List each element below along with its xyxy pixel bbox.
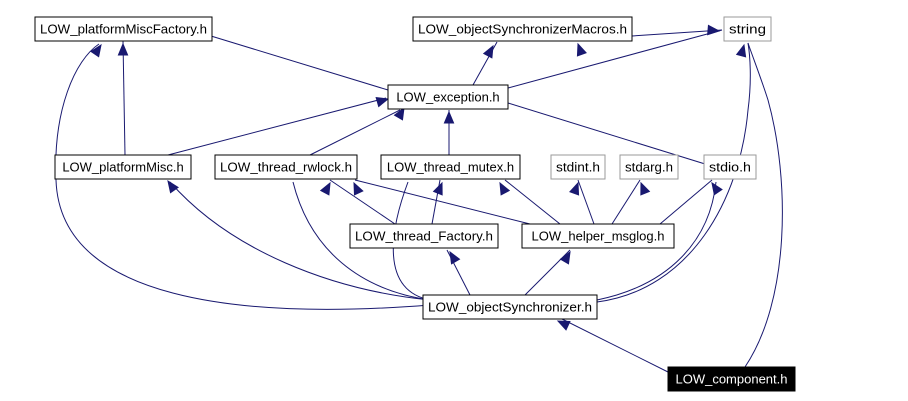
arrowhead-thread_rwlock (319, 181, 331, 196)
arrowhead-platformMiscFactory (90, 43, 102, 58)
edge-helper_msglog-to-stdarg (611, 179, 641, 225)
arrowhead-stdio (711, 181, 723, 196)
arrowhead-objectSynchronizerMacros (576, 42, 587, 57)
arrowhead-exception (443, 110, 455, 124)
arrowhead-string (707, 24, 721, 36)
node-objectSynchronizerMacros[interactable]: LOW_objectSynchronizerMacros.h (412, 16, 633, 42)
arrowhead-exception (393, 106, 405, 121)
node-box-thread_rwlock[interactable] (214, 154, 358, 180)
node-thread_rwlock[interactable]: LOW_thread_rwlock.h (214, 154, 358, 180)
edge-platformMisc-to-exception (167, 97, 387, 156)
edge-helper_msglog-to-stdint (577, 179, 595, 225)
node-stdint[interactable]: stdint.h (550, 154, 606, 180)
node-label-platformMiscFactory: LOW_platformMiscFactory.h (40, 21, 207, 36)
arrowhead-thread_mutex (432, 181, 443, 196)
node-box-thread_Factory[interactable] (349, 223, 499, 249)
node-box-platformMiscFactory[interactable] (34, 16, 213, 42)
edge-thread_Factory-to-thread_rwlock (329, 179, 396, 225)
node-label-stdint: stdint.h (556, 159, 600, 174)
node-stdarg[interactable]: stdarg.h (619, 154, 679, 180)
edge-exception-to-objectSynchronizerMacros (472, 41, 498, 86)
node-label-platformMisc: LOW_platformMisc.h (62, 159, 183, 174)
node-platformMisc[interactable]: LOW_platformMisc.h (54, 154, 192, 180)
edge-objectSynchronizer-to-thread_mutex (392, 181, 431, 301)
node-box-component[interactable] (667, 366, 796, 392)
arrowhead-helper_msglog (559, 250, 571, 265)
node-label-stdarg: stdarg.h (625, 159, 673, 174)
edge-objectSynchronizer-to-platformMisc (169, 181, 431, 301)
node-string[interactable]: string (723, 16, 772, 42)
edge-objectSynchronizer-to-thread_rwlock (292, 181, 431, 301)
node-box-objectSynchronizerMacros[interactable] (412, 16, 633, 42)
node-box-stdio[interactable] (703, 154, 757, 180)
arrowhead-string (735, 43, 747, 58)
node-label-objectSynchronizer: LOW_objectSynchronizer.h (428, 299, 592, 314)
node-label-thread_rwlock: LOW_thread_rwlock.h (220, 159, 352, 174)
node-box-stdint[interactable] (550, 154, 606, 180)
edge-thread_rwlock-to-exception (309, 109, 401, 156)
node-box-stdarg[interactable] (619, 154, 679, 180)
node-box-string[interactable] (723, 16, 772, 42)
node-exception[interactable]: LOW_exception.h (387, 84, 509, 110)
arrowhead-objectSynchronizer (556, 320, 571, 331)
node-label-thread_mutex: LOW_thread_mutex.h (387, 159, 514, 174)
node-objectSynchronizer[interactable]: LOW_objectSynchronizer.h (422, 294, 598, 320)
node-stdio[interactable]: stdio.h (703, 154, 757, 180)
edge-objectSynchronizerMacros-to-string (631, 29, 723, 37)
node-box-thread_mutex[interactable] (380, 154, 521, 180)
node-helper_msglog[interactable]: LOW_helper_msglog.h (521, 223, 675, 249)
arrowhead-thread_mutex (499, 181, 511, 196)
node-box-objectSynchronizer[interactable] (422, 294, 598, 320)
arrowhead-exception (375, 97, 390, 108)
arrowhead-objectSynchronizerMacros (482, 44, 494, 59)
node-box-exception[interactable] (387, 84, 509, 110)
node-label-component: LOW_component.h (675, 371, 787, 386)
node-box-helper_msglog[interactable] (521, 223, 675, 249)
edge-platformMisc-to-platformMiscFactory (122, 40, 126, 156)
edge-exception-to-stdio (507, 102, 719, 169)
node-thread_Factory[interactable]: LOW_thread_Factory.h (349, 223, 499, 249)
edge-exception-to-platformMiscFactory (210, 35, 389, 91)
node-label-exception: LOW_exception.h (396, 89, 499, 104)
arrowhead-stdint (569, 181, 580, 196)
edge-helper_msglog-to-thread_mutex (504, 179, 561, 225)
node-thread_mutex[interactable]: LOW_thread_mutex.h (380, 154, 521, 180)
node-box-platformMisc[interactable] (54, 154, 192, 180)
node-label-stdio: stdio.h (709, 159, 751, 174)
node-component[interactable]: LOW_component.h (667, 366, 796, 392)
edge-component-to-string (744, 42, 783, 368)
edge-helper_msglog-to-thread_rwlock (354, 179, 531, 225)
edge-helper_msglog-to-stdio (659, 179, 713, 225)
edge-objectSynchronizer-to-stdio (596, 181, 717, 301)
edge-layer (55, 29, 783, 373)
node-label-thread_Factory: LOW_thread_Factory.h (355, 228, 493, 243)
node-platformMiscFactory[interactable]: LOW_platformMiscFactory.h (34, 16, 213, 42)
arrowhead-platformMisc (167, 179, 179, 194)
arrowhead-platformMiscFactory (117, 42, 129, 56)
edge-objectSynchronizer-to-platformMiscFactory (55, 43, 431, 310)
node-label-string: string (729, 21, 766, 36)
arrowhead-thread_rwlock (353, 181, 364, 196)
node-label-objectSynchronizerMacros: LOW_objectSynchronizerMacros.h (418, 21, 627, 36)
arrowhead-thread_Factory (449, 250, 461, 265)
edge-component-to-objectSynchronizer (559, 317, 669, 373)
arrowhead-stdarg (640, 181, 651, 196)
node-label-helper_msglog: LOW_helper_msglog.h (532, 228, 665, 243)
edge-exception-to-string (507, 29, 723, 89)
